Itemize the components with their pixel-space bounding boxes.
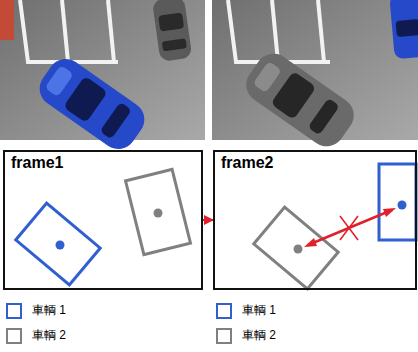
legend-swatch <box>216 303 232 319</box>
frame-transition-arrow <box>203 219 213 221</box>
legend-entry: 車輌 1 <box>216 302 276 319</box>
legend-entry: 車輌 2 <box>216 327 276 344</box>
frame-label: frame2 <box>221 154 273 172</box>
frame-label: frame1 <box>11 154 63 172</box>
frame-panel: frame1 <box>3 150 203 290</box>
frame-panel: frame2 <box>213 150 417 290</box>
vehicle-boxes-frame2 <box>254 164 416 289</box>
legend-swatch <box>6 303 22 319</box>
legend-label: 車輌 1 <box>32 302 66 319</box>
legend-swatch <box>6 328 22 344</box>
legend-entry: 車輌 1 <box>6 302 66 319</box>
photo-frame2 <box>212 0 418 153</box>
legend-label: 車輌 2 <box>242 327 276 344</box>
photo-frame1 <box>0 0 205 156</box>
legend-swatch <box>216 328 232 344</box>
legend-label: 車輌 1 <box>242 302 276 319</box>
vehicle-boxes-frame1 <box>16 169 191 285</box>
legend-label: 車輌 2 <box>32 327 66 344</box>
legend-entry: 車輌 2 <box>6 327 66 344</box>
